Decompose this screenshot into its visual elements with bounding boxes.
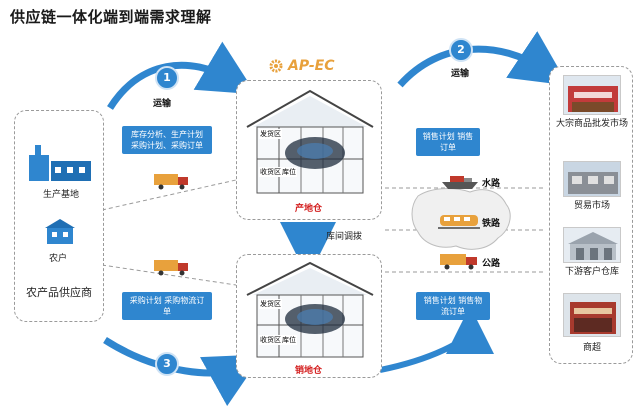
transfer-label: 库间调拨 <box>326 229 362 242</box>
truck-icon <box>154 258 190 276</box>
warehouse-illustration <box>243 87 377 197</box>
sales-order-label: 销售计划 销售订单 <box>416 128 480 156</box>
sales-logistics-label: 销售计划 销售物流订单 <box>416 292 490 320</box>
warehouse-sales: 发货区 收货区 库位 销地仓 <box>236 254 382 378</box>
supplier-item-label: 农户 <box>49 251 67 264</box>
supplier-item-label: 生产基地 <box>43 187 79 200</box>
factory-icon <box>27 141 93 183</box>
planning-label: 库存分析、生产计划 采购计划、采购订单 <box>122 126 212 154</box>
arrow-sales-out <box>380 330 470 370</box>
zone-label: 收货区 <box>259 167 282 177</box>
zone-label: 库位 <box>281 167 297 177</box>
warehouse-name: 产地仓 <box>295 201 322 214</box>
transport-mode-label: 水路 <box>482 176 500 189</box>
arrow-2 <box>400 49 545 85</box>
train-icon <box>438 212 480 230</box>
supplier-panel: 生产基地 农户 农产品供应商 <box>14 110 104 322</box>
transport-mode-label: 公路 <box>482 256 500 269</box>
farmhouse-icon <box>45 219 75 245</box>
logo-text: AP-EC <box>288 58 335 74</box>
supermarket-image <box>563 293 621 337</box>
destination-label: 大宗商品批发市场 <box>552 119 632 130</box>
truck-icon <box>440 252 480 270</box>
step-1-badge: 1 <box>155 66 179 90</box>
step-2-badge: 2 <box>449 38 473 62</box>
ship-icon <box>440 172 480 190</box>
zone-label: 库位 <box>281 335 297 345</box>
trade-market-image <box>563 161 621 197</box>
step-1-label: 运输 <box>153 96 171 109</box>
logo: AP-EC <box>268 58 335 74</box>
transport-mode-label: 铁路 <box>482 216 500 229</box>
truck-icon <box>154 172 190 190</box>
purchase-logistics-label: 采购计划 采购物流订单 <box>122 292 212 320</box>
destination-label: 商超 <box>552 343 632 354</box>
customer-warehouse-image <box>563 227 621 263</box>
zone-label: 收货区 <box>259 335 282 345</box>
zone-label: 发货区 <box>259 299 282 309</box>
destinations-panel: 大宗商品批发市场 贸易市场 下游客户仓库 商超 <box>549 66 633 364</box>
step-2-label: 运输 <box>451 66 469 79</box>
zone-label: 发货区 <box>259 129 282 139</box>
step-3-badge: 3 <box>155 352 179 376</box>
warehouse-production: 发货区 收货区 库位 产地仓 <box>236 80 382 220</box>
wholesale-market-image <box>563 75 621 115</box>
supplier-caption: 农产品供应商 <box>21 285 97 300</box>
destination-label: 贸易市场 <box>552 201 632 212</box>
destination-label: 下游客户仓库 <box>552 267 632 278</box>
warehouse-name: 销地仓 <box>295 363 322 376</box>
gear-icon <box>268 58 284 74</box>
